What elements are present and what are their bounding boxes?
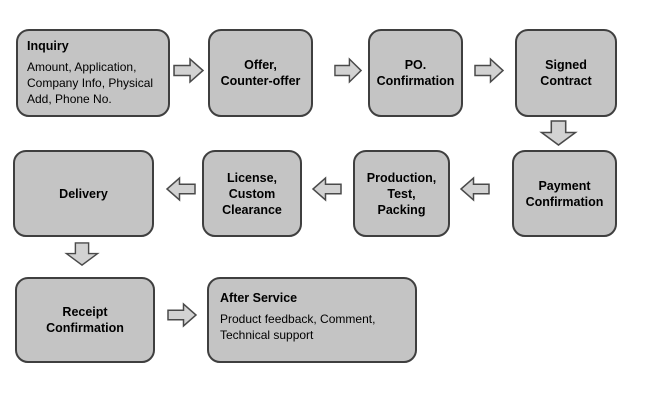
node-receipt-label: Receipt Confirmation xyxy=(46,305,124,335)
node-after-service-body: Product feedback, Comment, Technical sup… xyxy=(220,312,376,342)
arrow-delivery-to-receipt xyxy=(64,242,100,266)
arrow-payment-to-production xyxy=(459,176,490,202)
node-offer-counter-offer: Offer, Counter-offer xyxy=(208,29,313,117)
node-after-service-title: After Service xyxy=(220,291,298,305)
node-production-label: Production, Test, Packing xyxy=(366,170,437,217)
node-offer-label: Offer, Counter-offer xyxy=(220,58,301,88)
arrow-production-to-license xyxy=(311,176,342,202)
node-inquiry-body: Amount, Application, Company Info, Physi… xyxy=(27,60,154,106)
node-license-label: License, Custom Clearance xyxy=(222,170,282,217)
node-receipt-confirmation: Receipt Confirmation xyxy=(15,277,155,363)
node-po-label: PO. Confirmation xyxy=(376,58,455,88)
node-signed-contract: Signed Contract xyxy=(515,29,617,117)
node-production-test-packing: Production, Test, Packing xyxy=(353,150,450,237)
arrow-license-to-delivery xyxy=(165,176,196,202)
node-after-service: After Service Product feedback, Comment,… xyxy=(207,277,417,363)
node-po-confirmation: PO. Confirmation xyxy=(368,29,463,117)
arrow-inquiry-to-offer xyxy=(173,57,205,84)
arrow-offer-to-po xyxy=(334,57,363,84)
arrow-signed-contract-to-payment xyxy=(539,120,578,146)
arrow-po-to-signed-contract xyxy=(474,57,505,84)
node-signed-label: Signed Contract xyxy=(540,58,592,88)
node-delivery: Delivery xyxy=(13,150,154,237)
arrow-receipt-to-after-service xyxy=(167,302,198,328)
node-inquiry: Inquiry Amount, Application, Company Inf… xyxy=(16,29,170,117)
node-inquiry-title: Inquiry xyxy=(27,39,69,53)
node-license-custom-clearance: License, Custom Clearance xyxy=(202,150,302,237)
node-delivery-label: Delivery xyxy=(59,186,108,201)
node-payment-label: Payment Confirmation xyxy=(525,178,604,209)
node-payment-confirmation: Payment Confirmation xyxy=(512,150,617,237)
